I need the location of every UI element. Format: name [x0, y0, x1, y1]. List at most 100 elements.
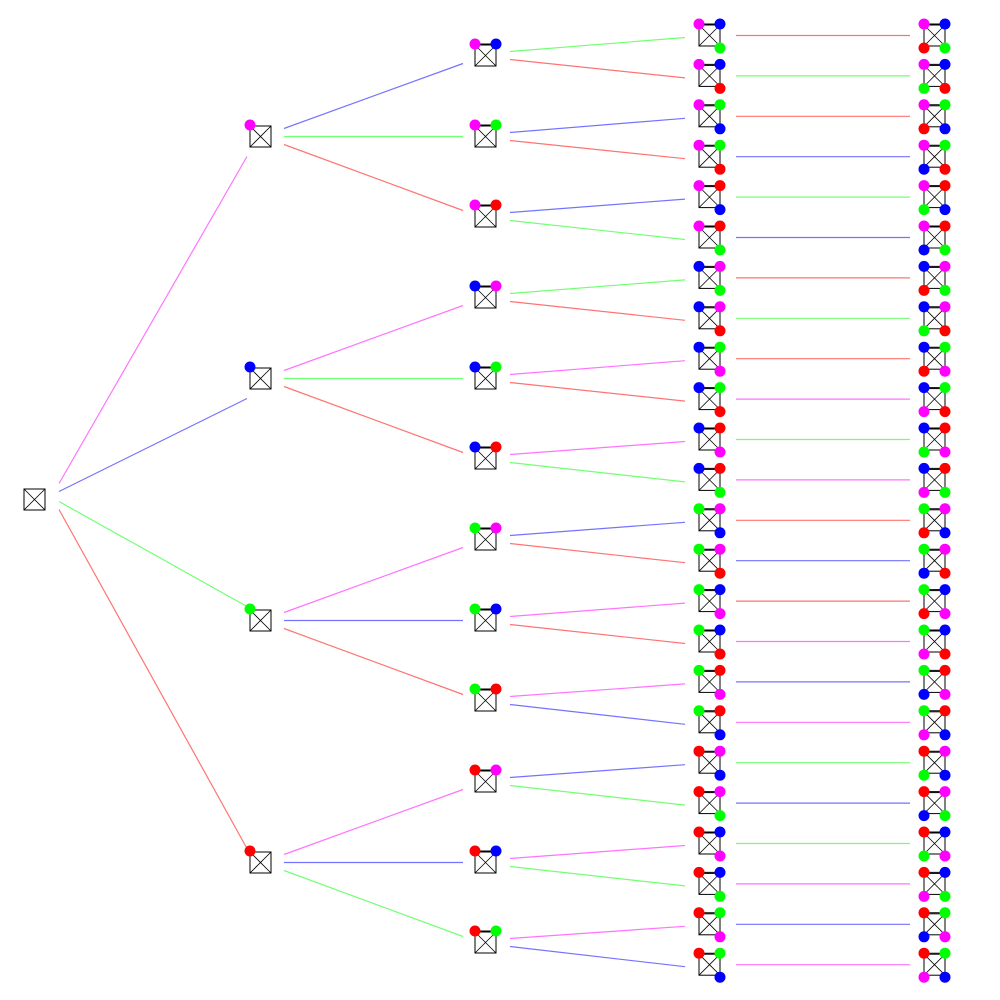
- color-dot-magenta: [918, 486, 930, 498]
- node-diagonal: [474, 286, 497, 309]
- node-diagonal: [698, 953, 721, 976]
- node-diagonal: [698, 267, 721, 289]
- color-dot-magenta: [939, 688, 951, 700]
- color-dot-blue: [693, 341, 705, 353]
- color-dot-red: [939, 406, 951, 418]
- color-dot-green: [714, 284, 726, 296]
- tree-node: [918, 786, 951, 822]
- node-diagonal: [698, 630, 721, 653]
- color-dot-green: [918, 850, 930, 862]
- tree-node: [918, 58, 951, 94]
- color-dot-green: [469, 522, 481, 534]
- color-dot-red: [469, 764, 481, 776]
- node-diagonal: [698, 428, 721, 451]
- color-dot-magenta: [714, 850, 726, 862]
- tree-node: [918, 624, 951, 660]
- node-diagonal: [923, 428, 946, 451]
- tree-node: [693, 826, 726, 862]
- color-dot-red: [918, 947, 930, 959]
- node-diagonal: [923, 24, 946, 47]
- tree-node: [469, 119, 502, 148]
- tree-edge-green: [509, 279, 686, 295]
- node-diagonal: [923, 388, 946, 410]
- color-dot-magenta: [714, 260, 726, 272]
- color-dot-red: [714, 422, 726, 434]
- tree-edge-blue: [58, 397, 248, 493]
- tree-node: [693, 341, 726, 377]
- edges-layer: [58, 34, 910, 968]
- node-diagonal: [923, 751, 946, 774]
- tree-edge-red: [283, 627, 464, 696]
- tree-node: [693, 664, 726, 700]
- color-dot-blue: [714, 866, 726, 878]
- tree-edge-blue: [509, 764, 686, 779]
- color-dot-blue: [939, 123, 951, 135]
- tree-edge-red: [509, 58, 686, 79]
- color-dot-blue: [714, 769, 726, 781]
- node-diagonal: [923, 630, 946, 653]
- color-dot-blue: [939, 527, 951, 539]
- tree-node: [918, 422, 951, 458]
- color-dot-red: [939, 705, 951, 717]
- node-diagonal: [474, 770, 497, 793]
- color-dot-blue: [918, 244, 930, 256]
- tree-node: [469, 199, 502, 228]
- tree-node: [918, 99, 951, 135]
- node-diagonal: [698, 873, 721, 895]
- color-dot-magenta: [244, 119, 256, 131]
- color-dot-blue: [918, 810, 930, 822]
- color-dot-green: [714, 486, 726, 498]
- color-dot-magenta: [918, 99, 930, 111]
- tree-edge-magenta: [509, 602, 686, 618]
- tree-edge-magenta: [509, 925, 686, 940]
- tree-node: [469, 280, 502, 309]
- color-dot-blue: [714, 729, 726, 741]
- color-dot-blue: [714, 584, 726, 596]
- tree-edge-green: [58, 500, 248, 608]
- node-diagonal: [698, 388, 721, 410]
- color-dot-green: [939, 99, 951, 111]
- color-dot-magenta: [714, 446, 726, 458]
- color-dot-green: [714, 907, 726, 919]
- color-dot-red: [918, 42, 930, 54]
- color-dot-blue: [939, 584, 951, 596]
- node-diagonal: [923, 792, 946, 814]
- color-dot-red: [714, 180, 726, 192]
- color-dot-red: [918, 284, 930, 296]
- color-dot-magenta: [714, 688, 726, 700]
- color-dot-blue: [693, 422, 705, 434]
- color-dot-magenta: [714, 931, 726, 943]
- tree-edge-red: [283, 385, 464, 454]
- color-dot-magenta: [939, 260, 951, 272]
- node-diagonal: [249, 851, 272, 874]
- tree-node: [918, 503, 951, 539]
- color-dot-magenta: [714, 301, 726, 313]
- color-dot-red: [490, 683, 502, 695]
- color-dot-blue: [693, 462, 705, 474]
- node-diagonal: [923, 873, 946, 895]
- tree-node: [918, 301, 951, 337]
- node-diagonal: [698, 65, 721, 87]
- color-dot-green: [918, 446, 930, 458]
- color-dot-green: [939, 907, 951, 919]
- tree-edge-green: [509, 36, 686, 53]
- node-diagonal: [923, 590, 946, 612]
- color-dot-red: [490, 199, 502, 211]
- color-dot-blue: [939, 204, 951, 216]
- color-dot-red: [939, 567, 951, 579]
- color-dot-blue: [469, 280, 481, 292]
- node-diagonal: [249, 367, 272, 390]
- tree-node: [244, 361, 272, 390]
- node-diagonal: [698, 671, 721, 693]
- color-dot-magenta: [939, 931, 951, 943]
- color-dot-magenta: [693, 180, 705, 192]
- node-diagonal: [698, 711, 721, 734]
- color-dot-green: [693, 543, 705, 555]
- color-dot-magenta: [918, 18, 930, 30]
- color-dot-red: [939, 325, 951, 337]
- color-dot-green: [693, 503, 705, 515]
- tree-edge-magenta: [509, 360, 686, 376]
- tree-node: [693, 180, 726, 216]
- node-diagonal: [923, 711, 946, 734]
